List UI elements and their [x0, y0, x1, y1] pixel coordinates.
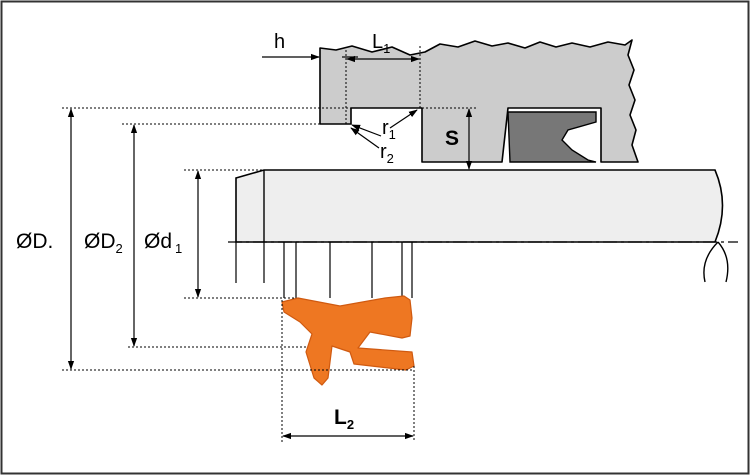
- label-OD: ØD.: [16, 230, 53, 253]
- label-L1: L1: [372, 31, 390, 56]
- housing-body: [319, 39, 639, 163]
- label-h: h: [274, 31, 285, 53]
- label-S: S: [445, 127, 459, 150]
- rod-section-lines: [235, 242, 413, 298]
- seal-profile: [281, 295, 415, 386]
- dimension-lines: [67, 53, 473, 440]
- reference-lines: [62, 46, 478, 442]
- rod-break-symbol: [703, 241, 729, 283]
- seal-section-housing: [507, 111, 597, 163]
- label-L2: L2: [334, 406, 354, 432]
- label-OD2: ØD2: [84, 230, 123, 256]
- label-r1: r1: [382, 117, 396, 142]
- rod: [235, 169, 724, 243]
- label-r2: r2: [380, 141, 394, 166]
